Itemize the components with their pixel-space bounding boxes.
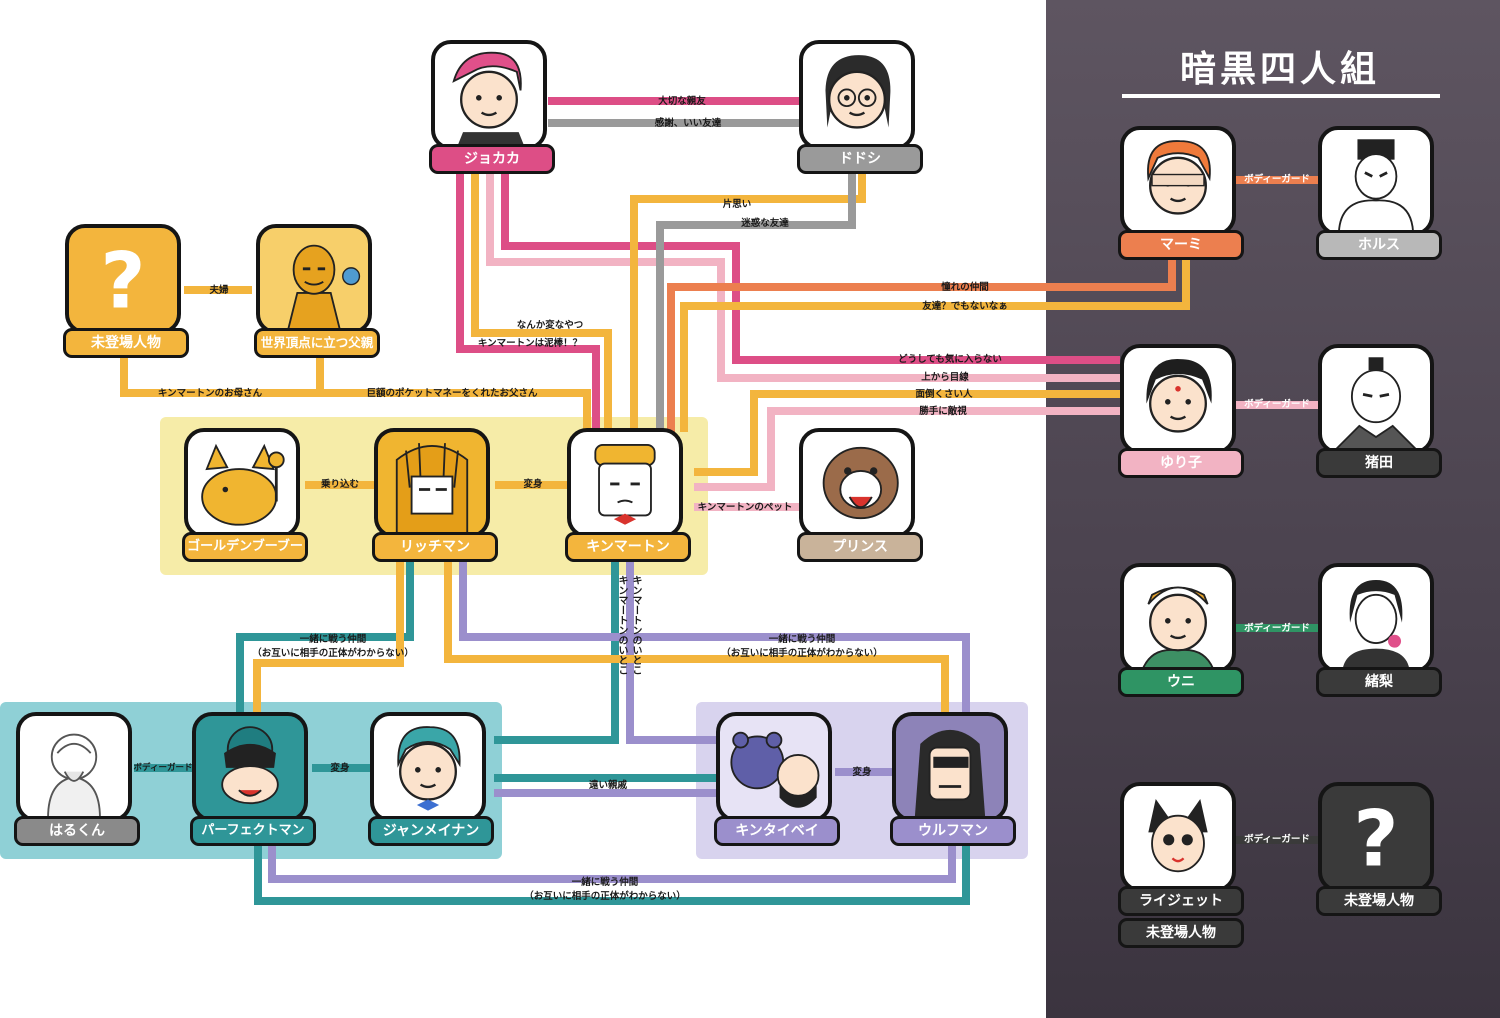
orange-hair-boy-icon — [1120, 126, 1236, 236]
label-condescending: 上から目線 — [921, 372, 969, 383]
samurai-man-icon — [1318, 344, 1434, 454]
label-transform2: 変身 — [330, 763, 349, 774]
name-unknown-parent: 未登場人物 — [63, 328, 189, 358]
label-cousin2: キンマートンのいとこ — [616, 575, 627, 675]
pink-hair-girl-icon — [431, 40, 547, 150]
line-cousin-lavender — [630, 561, 718, 740]
label-distant-relative: 遠い親戚 — [589, 780, 627, 791]
name-father: 世界頂点に立つ父親 — [254, 328, 380, 358]
label-ally-c-1: 一緒に戦う仲間 — [572, 877, 639, 888]
name-prince: プリンス — [797, 532, 923, 562]
name-horus: ホルス — [1316, 230, 1442, 260]
label-troublesome: 面倒くさい人 — [915, 389, 972, 400]
label-ally-b-2: （お互いに相手の正体がわからない） — [721, 648, 883, 659]
name-kintaibei: キンタイベイ — [714, 816, 840, 846]
label-ride: 乗り込む — [321, 479, 359, 490]
label-dislike: どうしても気に入らない — [898, 354, 1002, 365]
teal-hero-icon — [192, 712, 308, 822]
ponytail-man-icon — [1318, 563, 1434, 673]
label-bg2: ボディーガード — [1244, 399, 1310, 410]
black-hair-child-icon — [1120, 344, 1236, 454]
name-raijet-sub: 未登場人物 — [1118, 918, 1244, 948]
label-bg3: ボディーガード — [1244, 623, 1310, 634]
pet-dog-icon — [799, 428, 915, 538]
old-man-icon — [16, 712, 132, 822]
svg-text:?: ? — [100, 237, 145, 327]
label-cousin1: キンマートンのいとこ — [630, 575, 641, 675]
label-ally-b-1: 一緒に戦う仲間 — [769, 634, 836, 645]
blond-boy-icon — [567, 428, 683, 538]
rich-father-icon — [256, 224, 372, 334]
line-ally-c-lavender — [272, 846, 952, 879]
golden-pig-icon — [184, 428, 300, 538]
question-mark-icon: ? — [65, 224, 181, 334]
teal-hair-boy-icon — [370, 712, 486, 822]
name-unknown-bodyguard: 未登場人物 — [1316, 886, 1442, 916]
label-admired-peer: 憧れの仲間 — [941, 282, 989, 293]
label-best-friend: 大切な親友 — [658, 96, 706, 107]
name-perfectman: パーフェクトマン — [190, 816, 316, 846]
name-jokaka: ジョカカ — [429, 144, 555, 174]
label-rival: 勝手に敵視 — [919, 406, 967, 417]
name-mami: マーミ — [1118, 230, 1244, 260]
question-mark-icon: ? — [1318, 782, 1434, 892]
name-uni: ウニ — [1118, 667, 1244, 697]
name-raijet: ライジェット — [1118, 886, 1244, 916]
label-pet: キンマートンのペット — [698, 502, 793, 513]
label-transform1: 変身 — [523, 479, 542, 490]
label-one-sided-love: 片思い — [723, 199, 752, 210]
bear-and-man-icon — [716, 712, 832, 822]
label-ally-a-1: 一緒に戦う仲間 — [300, 634, 367, 645]
line-ally-b-lavender — [463, 561, 966, 716]
name-janmeinan: ジャンメイナン — [368, 816, 494, 846]
label-transform3: 変身 — [852, 767, 871, 778]
label-married: 夫婦 — [209, 285, 228, 296]
name-dodoshi: ドドシ — [797, 144, 923, 174]
name-inoda: 猪田 — [1316, 448, 1442, 478]
glasses-girl-icon — [799, 40, 915, 150]
name-wolfman: ウルフマン — [890, 816, 1016, 846]
name-yuriko: ゆり子 — [1118, 448, 1244, 478]
muscle-man-icon — [1318, 126, 1434, 236]
dark-hero-icon — [892, 712, 1008, 822]
label-bg1: ボディーガード — [1244, 174, 1310, 185]
label-father-money: 巨額のポケットマネーをくれたお父さん — [366, 388, 537, 399]
robot-boy-icon — [1120, 782, 1236, 892]
name-orinashi: 緒梨 — [1316, 667, 1442, 697]
name-golden-boo: ゴールデンブーブー — [182, 532, 308, 562]
label-bodyguard-haru: ボディーガード — [134, 763, 193, 774]
label-mother: キンマートンのお母さん — [158, 388, 262, 399]
line-cousin-teal — [494, 561, 615, 740]
name-kinmaton: キンマートン — [565, 532, 691, 562]
monk-boy-icon — [1120, 563, 1236, 673]
label-thanks-friend: 感謝、いい友達 — [655, 118, 722, 129]
label-ally-c-2: （お互いに相手の正体がわからない） — [524, 891, 686, 902]
gold-armor-icon — [374, 428, 490, 538]
label-thief: キンマートンは泥棒！？ — [478, 338, 582, 349]
name-haru: はるくん — [14, 816, 140, 846]
label-annoying-friend: 迷惑な友達 — [741, 218, 789, 229]
label-bg4: ボディーガード — [1244, 834, 1310, 845]
svg-text:?: ? — [1353, 795, 1398, 885]
label-ally-a-2: （お互いに相手の正体がわからない） — [252, 648, 414, 659]
label-odd-guy: なんか変なやつ — [517, 320, 584, 331]
label-not-friend: 友達？でもないなぁ — [922, 301, 1008, 312]
name-richman: リッチマン — [372, 532, 498, 562]
